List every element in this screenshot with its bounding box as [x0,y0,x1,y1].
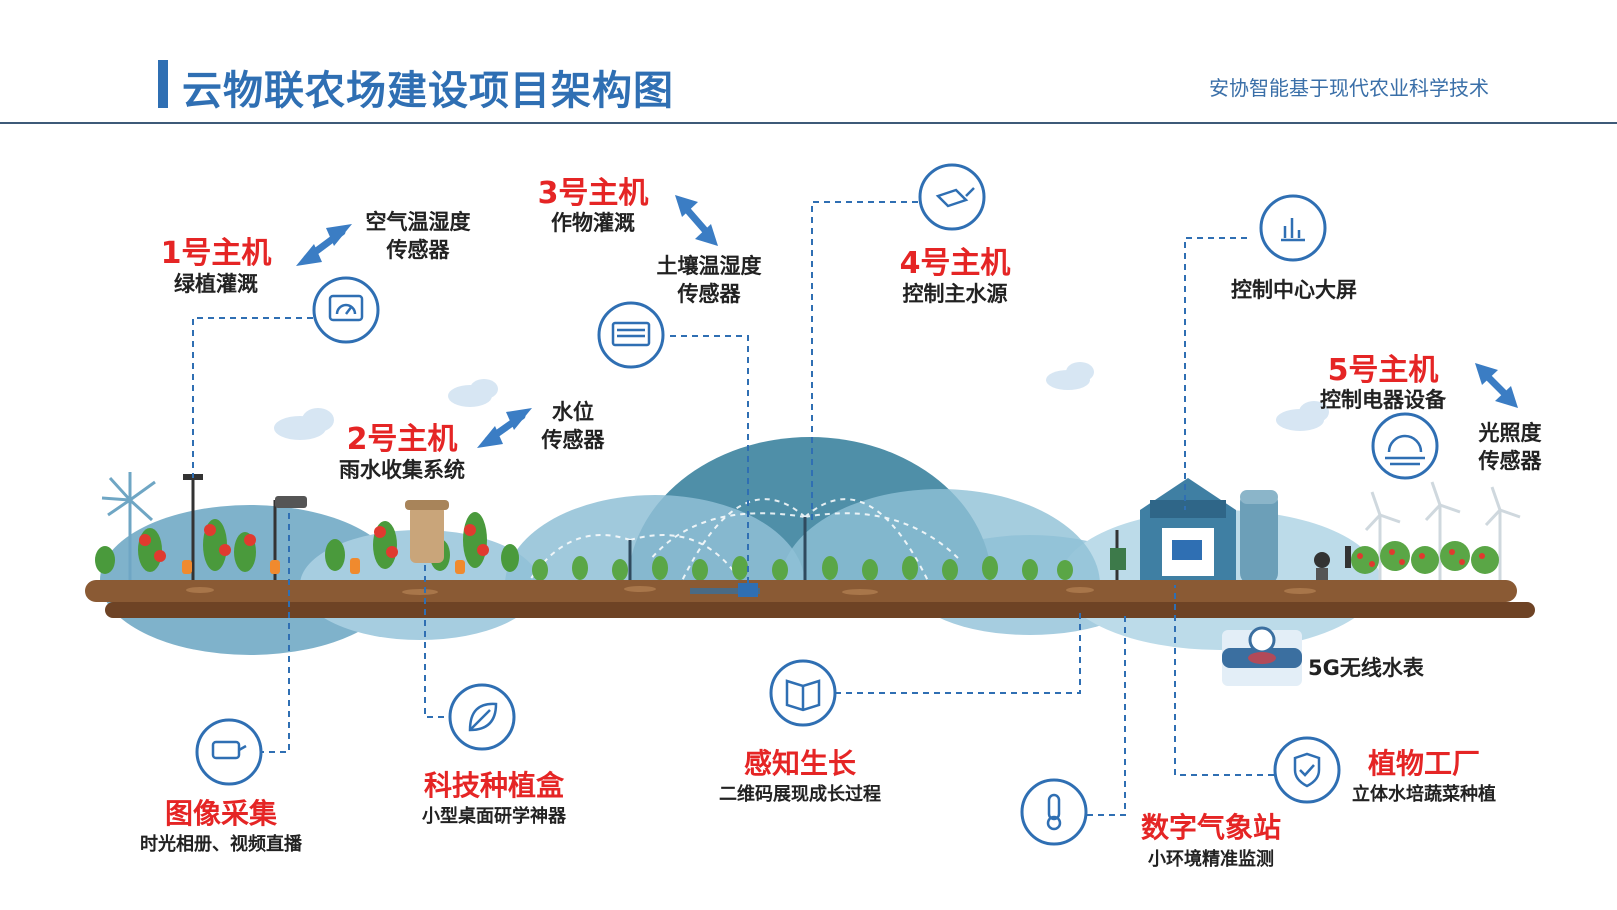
host-4-desc: 控制主水源 [902,282,1008,306]
plant-factory-desc: 立体水培蔬菜种植 [1352,784,1496,805]
host-5-desc: 控制电器设备 [1320,388,1446,412]
soil-sensor-label-1: 土壤温湿度 [656,254,762,278]
title-accent-bar [158,60,168,108]
page-subtitle: 安协智能基于现代农业科学技术 [1209,76,1489,100]
barn [1140,478,1278,585]
sun-icon [1371,412,1439,480]
page-title: 云物联农场建设项目架构图 [182,68,674,114]
host-1-desc: 绿植灌溉 [174,272,258,296]
gauge-icon [312,276,380,344]
growth-title: 感知生长 [743,747,857,780]
air-sensor-label-2: 传感器 [386,238,450,262]
title-bar [0,0,1617,124]
weather-station-desc: 小环境精准监测 [1148,849,1274,870]
water-level-sensor-label-1: 水位 [552,400,594,424]
camera-icon [195,718,263,786]
water-meter-label: 5G无线水表 [1308,656,1424,680]
clouds [274,362,1329,440]
host-3-title: 3号主机 [537,176,649,211]
air-sensor-label-1: 空气温湿度 [365,210,471,234]
thermometer-icon [1020,778,1088,846]
host-2-title: 2号主机 [346,422,458,457]
control-center-label: 控制中心大屏 [1231,278,1357,302]
soil-sensor-label-2: 传感器 [677,282,741,306]
light-sensor-label-2: 传感器 [1478,449,1542,473]
image-capture-title: 图像采集 [164,797,278,830]
shield-check-icon [1273,736,1341,804]
host-2-desc: 雨水收集系统 [339,458,465,482]
weather-station-title: 数字气象站 [1140,811,1282,844]
image-capture-desc: 时光相册、视频直播 [140,834,302,855]
host-4-title: 4号主机 [899,246,1011,281]
growth-desc: 二维码展现成长过程 [719,784,881,805]
planting-box-desc: 小型桌面研学神器 [422,806,566,827]
host-1-title: 1号主机 [160,236,272,271]
host-5-title: 5号主机 [1327,353,1439,388]
water-level-sensor-label-2: 传感器 [541,428,605,452]
water-meter-graphic [1222,626,1302,686]
windmill [101,472,156,580]
light-sensor-label-1: 光照度 [1478,421,1542,445]
plant-factory-title: 植物工厂 [1367,747,1481,780]
host-3-desc: 作物灌溉 [551,211,635,235]
planting-box-title: 科技种植盒 [423,769,565,802]
watering-can-icon [918,163,986,231]
plants-left [95,512,519,574]
